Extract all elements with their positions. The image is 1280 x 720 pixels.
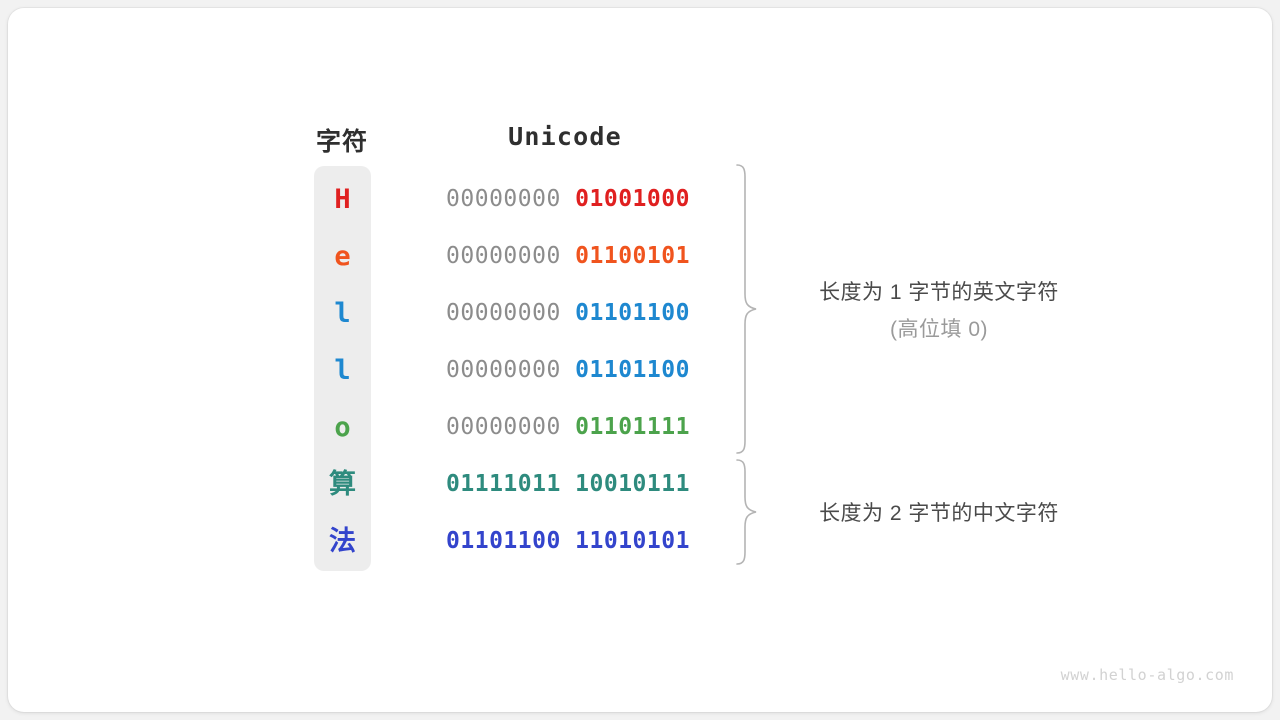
table-row: 法 01101100 11010101 (314, 513, 714, 570)
diagram-card: 字符 Unicode H 00000000 01001000 e 00000000 0… (8, 8, 1272, 712)
table-row: l 00000000 01101100 (314, 285, 714, 342)
row-unicode-bits: 00000000 01101100 (440, 342, 696, 399)
byte-separator (561, 300, 575, 326)
row-character: o (334, 412, 351, 443)
high-byte: 00000000 (446, 414, 561, 440)
low-byte: 01101100 (575, 300, 690, 326)
brace-chinese-group (736, 459, 757, 565)
high-byte: 00000000 (446, 300, 561, 326)
high-byte: 00000000 (446, 186, 561, 212)
row-character: H (334, 184, 351, 215)
row-character: 算 (329, 469, 356, 500)
column-header-character: 字符 (315, 128, 368, 156)
byte-separator (561, 528, 575, 554)
annotation-chinese-characters: 长度为 2 字节的中文字符 (774, 497, 1104, 527)
annotation-english-characters: 长度为 1 字节的英文字符 (高位填 0) (774, 276, 1104, 343)
row-unicode-bits: 00000000 01101100 (440, 285, 696, 342)
low-byte: 01001000 (575, 186, 690, 212)
annotation-english-main: 长度为 1 字节的英文字符 (819, 281, 1059, 304)
column-header-unicode: Unicode (508, 122, 622, 151)
high-byte: 01101100 (446, 528, 561, 554)
watermark: www.hello-algo.com (1060, 666, 1234, 684)
row-unicode-bits: 01111011 10010111 (440, 456, 696, 513)
byte-separator (561, 414, 575, 440)
row-character: l (334, 355, 351, 386)
byte-separator (561, 186, 575, 212)
row-unicode-bits: 00000000 01001000 (440, 171, 696, 228)
row-unicode-bits: 01101100 11010101 (440, 513, 696, 570)
row-character: e (334, 241, 351, 272)
high-byte: 00000000 (446, 357, 561, 383)
character-column-background (314, 166, 371, 571)
brace-english-group (736, 164, 757, 454)
low-byte: 10010111 (575, 471, 690, 497)
high-byte: 01111011 (446, 471, 561, 497)
byte-separator (561, 357, 575, 383)
high-byte: 00000000 (446, 243, 561, 269)
row-character: 法 (329, 526, 356, 557)
byte-separator (561, 471, 575, 497)
table-row: e 00000000 01100101 (314, 228, 714, 285)
low-byte: 11010101 (575, 528, 690, 554)
byte-separator (561, 243, 575, 269)
annotation-chinese-main: 长度为 2 字节的中文字符 (819, 502, 1059, 525)
low-byte: 01101100 (575, 357, 690, 383)
table-row: 算 01111011 10010111 (314, 456, 714, 513)
row-unicode-bits: 00000000 01101111 (440, 399, 696, 456)
table-row: l 00000000 01101100 (314, 342, 714, 399)
low-byte: 01101111 (575, 414, 690, 440)
annotation-english-sub: (高位填 0) (890, 318, 988, 341)
table-row: H 00000000 01001000 (314, 171, 714, 228)
row-unicode-bits: 00000000 01100101 (440, 228, 696, 285)
row-character: l (334, 298, 351, 329)
low-byte: 01100101 (575, 243, 690, 269)
table-row: o 00000000 01101111 (314, 399, 714, 456)
